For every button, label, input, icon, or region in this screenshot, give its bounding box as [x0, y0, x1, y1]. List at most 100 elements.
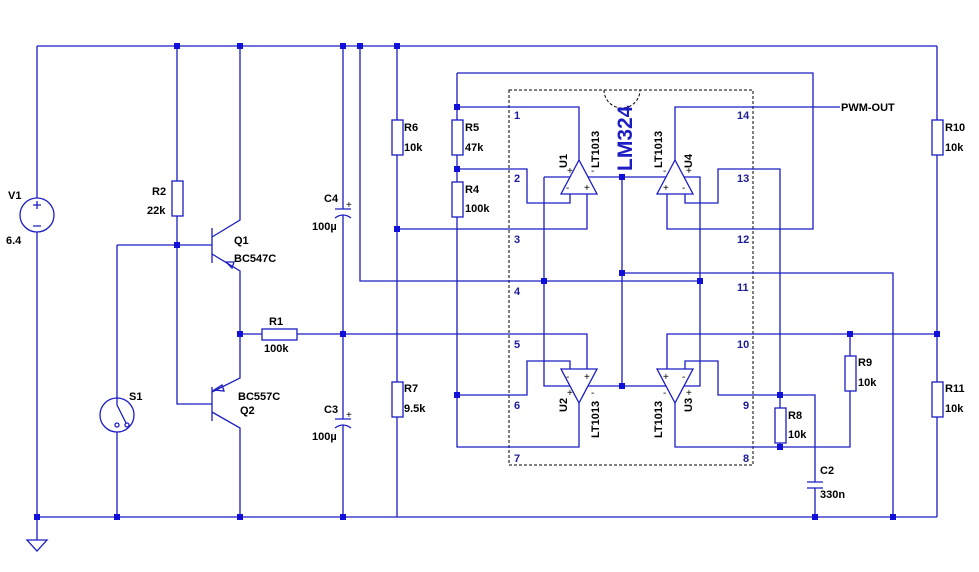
svg-text:-: -: [682, 372, 685, 383]
svg-text:8: 8: [743, 453, 749, 465]
svg-text:22k: 22k: [147, 205, 166, 217]
svg-text:Q1: Q1: [234, 235, 249, 247]
svg-text:-: -: [663, 166, 666, 177]
capacitor-c4[interactable]: [334, 208, 352, 219]
svg-text:+: +: [584, 372, 590, 383]
resistor-r8[interactable]: [774, 407, 787, 444]
svg-text:C4: C4: [324, 193, 339, 205]
opamp-u4[interactable]: [655, 158, 695, 195]
svg-text:R10: R10: [945, 122, 965, 134]
svg-text:100k: 100k: [264, 343, 289, 355]
resistor-r4[interactable]: [451, 181, 464, 218]
svg-text:10k: 10k: [945, 142, 964, 154]
svg-text:C2: C2: [820, 465, 834, 477]
svg-text:LT1013: LT1013: [590, 401, 602, 438]
svg-text:U2: U2: [558, 398, 570, 412]
resistor-r9[interactable]: [844, 355, 857, 392]
resistor-r7[interactable]: [391, 381, 404, 418]
svg-text:R11: R11: [945, 383, 965, 395]
capacitor-c2[interactable]: [807, 481, 823, 489]
svg-text:+: +: [663, 372, 669, 383]
resistor-r10[interactable]: [931, 119, 944, 156]
svg-text:LT1013: LT1013: [590, 131, 602, 168]
svg-text:R2: R2: [152, 186, 166, 198]
resistor-r5[interactable]: [451, 119, 464, 156]
resistor-r11[interactable]: [931, 381, 944, 418]
resistor-r6[interactable]: [391, 119, 404, 156]
svg-text:6: 6: [514, 400, 520, 412]
svg-text:100k: 100k: [465, 203, 490, 215]
svg-text:330n: 330n: [820, 489, 845, 501]
svg-text:LT1013: LT1013: [653, 401, 665, 438]
switch-s1[interactable]: [99, 397, 135, 433]
svg-text:R1: R1: [269, 316, 283, 328]
wires: [36, 45, 938, 540]
svg-text:Q2: Q2: [240, 405, 255, 417]
svg-text:10k: 10k: [404, 142, 423, 154]
svg-text:C3: C3: [324, 404, 338, 416]
svg-text:+: +: [567, 388, 573, 399]
svg-text:-: -: [566, 183, 569, 194]
opamp-u1[interactable]: [559, 158, 599, 195]
svg-text:BC547C: BC547C: [234, 253, 276, 265]
svg-text:6.4: 6.4: [6, 235, 22, 247]
svg-text:7: 7: [514, 453, 520, 465]
ic-pin-numbers: 1 2 3 4 5 6 7 8 9 10 11 12 13 14: [514, 110, 750, 465]
svg-text:-: -: [591, 166, 594, 177]
svg-text:+: +: [663, 183, 669, 194]
q1-emitter-arrow-icon: [224, 261, 235, 270]
c3-plus: +: [346, 410, 352, 421]
svg-text:13: 13: [737, 173, 749, 185]
svg-text:U3: U3: [683, 398, 695, 412]
svg-text:+: +: [584, 183, 590, 194]
svg-text:9.5k: 9.5k: [404, 403, 426, 415]
svg-text:-: -: [663, 388, 666, 399]
svg-text:U4: U4: [683, 153, 695, 168]
svg-text:9: 9: [743, 400, 749, 412]
svg-text:R5: R5: [465, 122, 479, 134]
resistor-r2[interactable]: [171, 180, 184, 217]
opamp-u3[interactable]: [655, 368, 695, 405]
svg-text:BC557C: BC557C: [238, 391, 280, 403]
svg-text:R9: R9: [858, 357, 872, 369]
opamp-pin-signs: - + + - + - - + - + + - + - - +: [566, 166, 692, 399]
opamp-u2[interactable]: [559, 368, 599, 405]
svg-text:+: +: [686, 166, 692, 177]
svg-text:LT1013: LT1013: [653, 131, 665, 168]
svg-text:12: 12: [737, 234, 749, 246]
component-labels: V1 6.4 R2 22k Q1 BC547C BC557C Q2 S1 R1 …: [6, 102, 965, 501]
ic-notch: [603, 89, 641, 109]
svg-text:10k: 10k: [858, 377, 877, 389]
svg-text:4: 4: [514, 286, 521, 298]
svg-text:V1: V1: [8, 190, 21, 202]
svg-text:10k: 10k: [945, 403, 964, 415]
junctions: [34, 43, 940, 520]
svg-text:R7: R7: [404, 383, 418, 395]
svg-text:100µ: 100µ: [312, 221, 337, 233]
svg-text:R4: R4: [465, 184, 480, 196]
svg-text:-: -: [682, 183, 685, 194]
capacitor-c3[interactable]: [334, 418, 352, 429]
voltage-source-v1[interactable]: [19, 197, 55, 233]
lm324-outline: [508, 89, 754, 466]
svg-text:14: 14: [737, 110, 750, 122]
svg-text:47k: 47k: [465, 142, 484, 154]
resistor-r1[interactable]: [261, 328, 298, 341]
svg-text:-: -: [566, 372, 569, 383]
svg-text:S1: S1: [129, 391, 142, 403]
svg-text:3: 3: [514, 234, 520, 246]
svg-text:10: 10: [737, 339, 749, 351]
svg-text:5: 5: [514, 339, 520, 351]
svg-text:2: 2: [514, 173, 520, 185]
ground-icon: [25, 539, 49, 552]
svg-text:+: +: [686, 388, 692, 399]
svg-text:R6: R6: [404, 122, 418, 134]
net-label-pwm-out: PWM-OUT: [841, 102, 895, 114]
c4-plus: +: [346, 200, 352, 211]
q2-emitter-arrow-icon: [212, 384, 225, 392]
svg-text:1: 1: [514, 110, 520, 122]
svg-text:10k: 10k: [788, 429, 807, 441]
svg-text:U1: U1: [558, 154, 570, 168]
